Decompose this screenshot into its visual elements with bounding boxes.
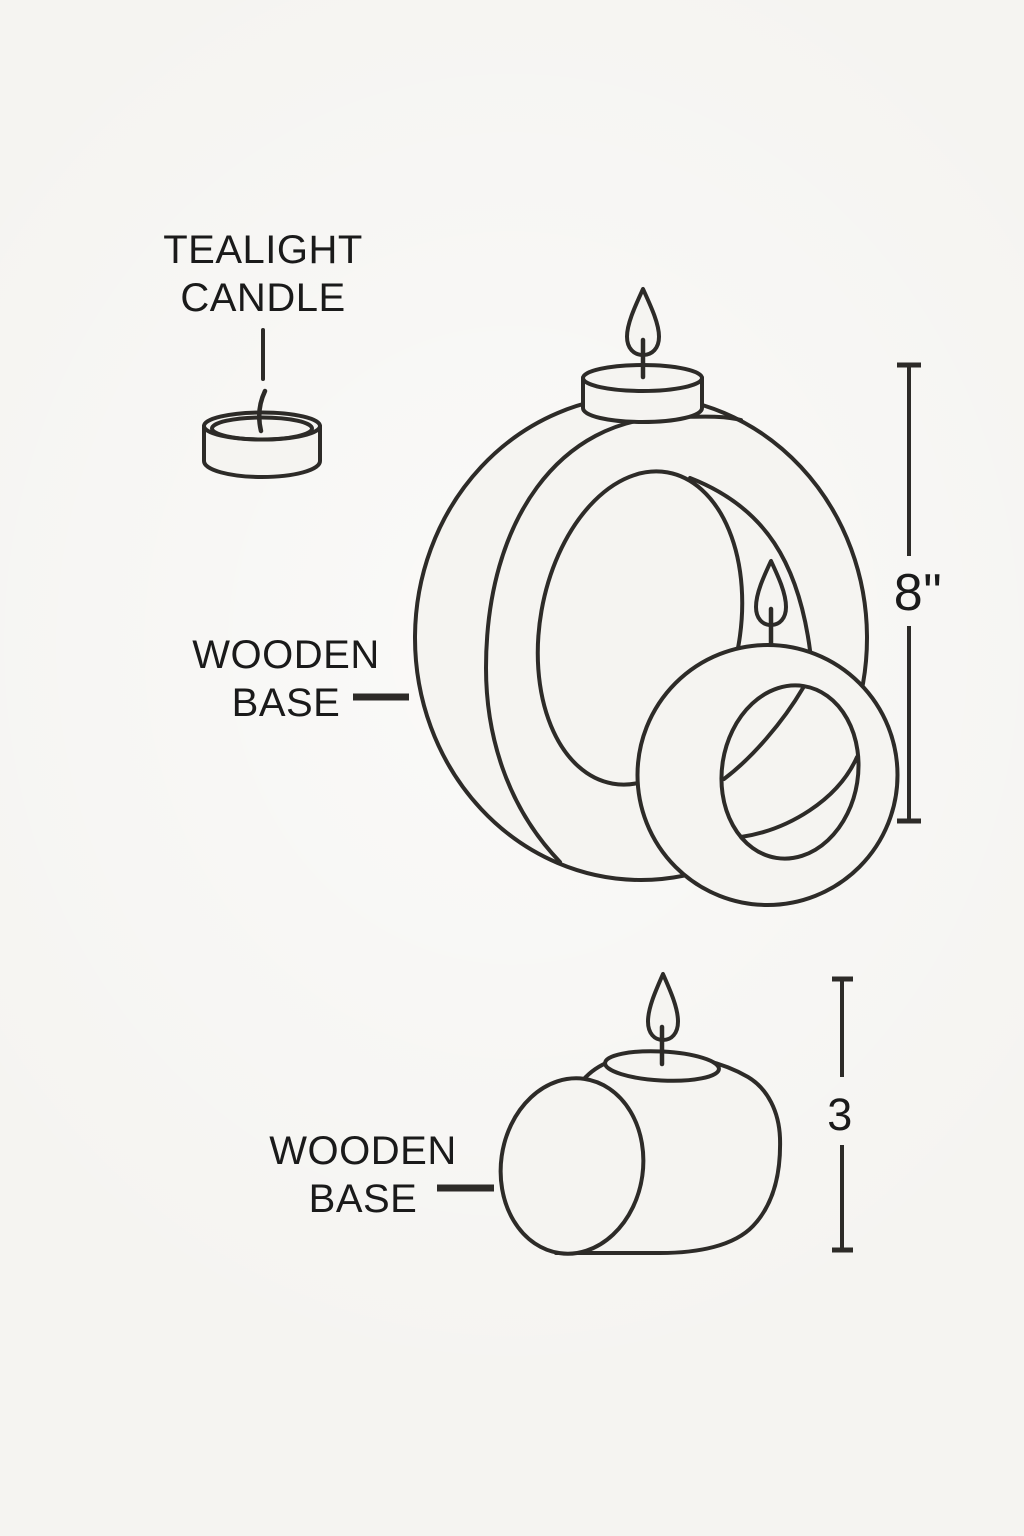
- legend-label-line2: CANDLE: [180, 276, 345, 320]
- base-left-face: [498, 1076, 646, 1256]
- small-ring-inner-wall-line-1: [722, 686, 805, 781]
- legend-label-line1: TEALIGHT: [163, 228, 363, 272]
- small-holder-drawing: [498, 972, 783, 1256]
- small-ring-inner-wall-line-2: [739, 755, 859, 839]
- large-holder-drawing: [413, 287, 900, 907]
- small-ring-hole: [719, 683, 861, 861]
- small-ring: [635, 643, 900, 907]
- wooden-base-bottom-line2: BASE: [309, 1177, 418, 1221]
- wooden-base-top-line2: BASE: [232, 681, 341, 725]
- tealight-wax-surface: [210, 415, 314, 442]
- dimension-8in: 8": [894, 362, 942, 824]
- tealight-wick: [256, 388, 268, 434]
- wooden-base-label-bottom: WOODEN BASE: [269, 1129, 494, 1221]
- dim-8-value: 8": [894, 564, 942, 622]
- dim-3-value: 3: [827, 1089, 853, 1140]
- dimension-3: 3: [827, 976, 853, 1253]
- large-ring-hole-depth-line: [688, 476, 814, 670]
- tealight-candle-drawing: [202, 388, 322, 479]
- legend-group: TEALIGHT CANDLE: [163, 228, 363, 479]
- wooden-base-top-line1: WOODEN: [192, 633, 379, 677]
- wooden-base-bottom-line1: WOODEN: [269, 1129, 456, 1173]
- large-ring-candle: [581, 287, 704, 424]
- wooden-base-label-top: WOODEN BASE: [192, 633, 409, 725]
